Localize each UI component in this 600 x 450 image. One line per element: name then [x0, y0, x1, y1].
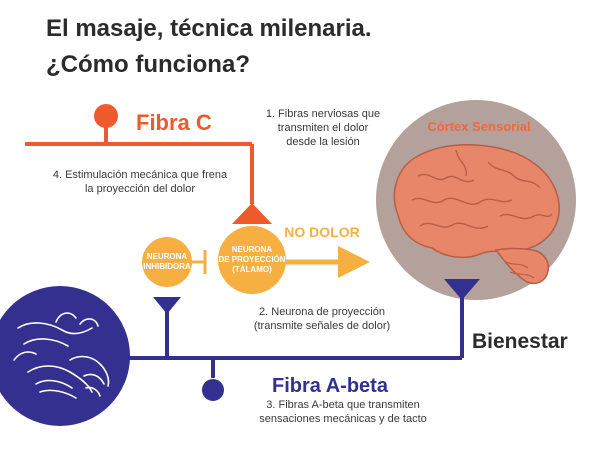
caption-1-line-1: 1. Fibras nerviosas que [266, 108, 380, 120]
fiber-c-synapse [232, 203, 272, 224]
brain-icon [393, 144, 560, 285]
neuron-proyeccion: NEURONA DE PROYECCIÓN (TÁLAMO) [218, 226, 286, 294]
neuron-proj-line-2: DE PROYECCIÓN [218, 255, 285, 264]
caption-2-line-2: (transmite señales de dolor) [254, 320, 390, 332]
bienestar-label: Bienestar [472, 330, 568, 353]
title-line-1: El masaje, técnica milenaria. [46, 15, 372, 42]
neuron-inhibidora: NEURONA INHIBIDORA [142, 237, 192, 287]
caption-4-line-2: la proyección del dolor [85, 183, 195, 195]
caption-step-4: 4. Estimulación mecánica que frena la pr… [53, 169, 228, 195]
caption-step-3: 3. Fibras A-beta que transmiten sensacio… [259, 399, 427, 425]
fiber-ab-inhib-synapse [153, 297, 181, 314]
neuron-inhib-line-1: NEURONA [147, 252, 188, 261]
caption-3-line-1: 3. Fibras A-beta que transmiten [266, 399, 419, 411]
neuron-inhib-line-2: INHIBIDORA [143, 262, 191, 271]
no-dolor-label: NO DOLOR [284, 224, 359, 240]
title-line-2: ¿Cómo funciona? [46, 51, 250, 78]
cortex-group: Córtex Sensorial [376, 100, 576, 300]
fiber-ab-cortex-synapse [444, 279, 480, 300]
no-pain-arrow: NO DOLOR [284, 224, 370, 278]
fiber-ab-label: Fibra A-beta [272, 375, 389, 397]
caption-4-line-1: 4. Estimulación mecánica que frena [53, 169, 228, 181]
fiber-c-receptor [94, 104, 118, 128]
massaging-hands-icon [0, 286, 130, 426]
arrow-head [338, 246, 370, 278]
caption-3-line-2: sensaciones mecánicas y de tacto [259, 413, 427, 425]
caption-step-2: 2. Neurona de proyección (transmite seña… [254, 306, 390, 332]
caption-2-line-1: 2. Neurona de proyección [259, 306, 385, 318]
caption-1-line-3: desde la lesión [286, 136, 359, 148]
fiber-ab-pathway: Fibra A-beta [100, 279, 480, 401]
fiber-c-pathway: Fibra C [25, 104, 272, 224]
fiber-ab-receptor [202, 379, 224, 401]
neuron-proj-line-1: NEURONA [232, 245, 273, 254]
cortex-label: Córtex Sensorial [427, 119, 530, 134]
fiber-c-label: Fibra C [136, 110, 212, 135]
caption-step-1: 1. Fibras nerviosas que transmiten el do… [266, 108, 380, 148]
caption-1-line-2: transmiten el dolor [278, 122, 369, 134]
neuron-proj-line-3: (TÁLAMO) [232, 265, 272, 274]
